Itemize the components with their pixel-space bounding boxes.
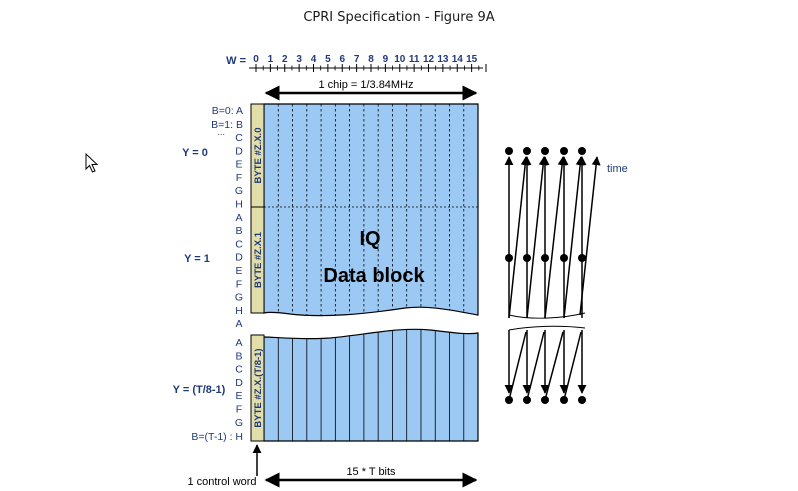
row-letter: C — [235, 132, 243, 144]
byte-bar-last-label: BYTE #Z.X.(T/8-1) — [253, 348, 264, 427]
w-tick-label: 2 — [282, 54, 288, 65]
order-dot — [578, 396, 586, 404]
byte-bar-1 — [250, 206, 265, 314]
row-letter: C — [235, 238, 243, 250]
row-letter: E — [235, 390, 242, 402]
w-tick-label: 0 — [253, 54, 259, 65]
w-axis-tick-marks — [255, 64, 487, 72]
order-dot — [578, 254, 586, 262]
bits-label: 15 * T bits — [346, 466, 396, 478]
byte-label-last: B=(T-1) : H — [191, 431, 243, 443]
byte-bar-0-label: BYTE #Z.X.0 — [253, 128, 264, 184]
iq-block-upper-gridlines — [277, 104, 465, 316]
iq-data-block-lower — [263, 328, 479, 442]
w-tick-label: 10 — [394, 54, 406, 65]
row-letter: H — [235, 305, 243, 317]
w-tick-label: 1 — [268, 54, 274, 65]
time-break-bottom — [508, 325, 586, 331]
order-dot — [523, 254, 531, 262]
byte-label-ellipsis: ... — [217, 127, 225, 137]
mouse-cursor-icon — [85, 153, 99, 173]
order-diagonal — [544, 331, 564, 401]
byte-bar-last — [250, 334, 265, 442]
order-dot — [560, 147, 568, 155]
y-label-1: Y = 1 — [184, 253, 210, 265]
row-letter: E — [235, 265, 242, 277]
w-tick-label: 6 — [339, 54, 345, 65]
y-label-0: Y = 0 — [182, 147, 208, 159]
byte-label-b1: B=1: B — [211, 119, 243, 131]
row-letter: C — [235, 364, 243, 376]
byte-bar-1-label: BYTE #Z.X.1 — [253, 231, 264, 288]
time-break-top — [508, 312, 586, 319]
order-dot — [505, 254, 513, 262]
w-tick-label: 15 — [466, 54, 478, 65]
time-label: time — [607, 163, 628, 175]
row-letter: F — [236, 278, 242, 290]
iq-data-block-upper — [263, 103, 479, 317]
order-diagonal — [508, 156, 530, 319]
row-letter: B — [235, 225, 242, 237]
w-axis-prefix: W = — [226, 55, 246, 67]
iq-block-lower-gridlines — [277, 329, 465, 441]
row-letter: A — [235, 212, 242, 224]
row-letter: D — [235, 252, 243, 264]
iq-subtitle: Data block — [323, 265, 425, 287]
chip-label: 1 chip = 1/3.84MHz — [318, 79, 413, 91]
order-dot — [541, 147, 549, 155]
transmission-order-diagram: time — [504, 147, 628, 404]
order-dot — [505, 147, 513, 155]
order-diagonal — [563, 156, 585, 319]
row-letter: B — [235, 350, 242, 362]
iq-title: IQ — [359, 228, 380, 250]
order-diagonal — [544, 156, 567, 319]
w-tick-label: 13 — [437, 54, 449, 65]
row-letter: F — [236, 404, 242, 416]
w-tick-label: 7 — [354, 54, 360, 65]
y-label-last: Y = (T/8-1) — [173, 384, 226, 396]
order-diagonal — [563, 331, 582, 401]
w-tick-label: 14 — [452, 54, 464, 65]
row-letter: G — [235, 292, 243, 304]
w-tick-label: 5 — [325, 54, 331, 65]
row-letter: A — [235, 318, 242, 330]
page-title: CPRI Specification - Figure 9A — [303, 10, 495, 25]
order-dot — [541, 254, 549, 262]
time-arrow — [579, 156, 601, 316]
order-diagonal — [508, 331, 527, 401]
w-tick-label: 8 — [368, 54, 374, 65]
row-letter: G — [235, 185, 243, 197]
w-tick-label: 9 — [383, 54, 389, 65]
byte-label-b0: B=0: A — [212, 105, 243, 117]
row-letter: F — [236, 172, 242, 184]
row-letter: H — [235, 199, 243, 211]
order-dot — [578, 147, 586, 155]
row-letter: D — [235, 377, 243, 389]
order-dot — [560, 254, 568, 262]
w-tick-label: 3 — [296, 54, 302, 65]
w-tick-label: 12 — [423, 54, 435, 65]
row-letter: E — [235, 159, 242, 171]
order-dot — [523, 147, 531, 155]
order-diagonal — [526, 331, 545, 401]
row-letter: G — [235, 417, 243, 429]
control-word-label: 1 control word — [187, 476, 256, 488]
row-letter: D — [235, 145, 243, 157]
w-tick-label: 4 — [311, 54, 317, 65]
row-letter: A — [235, 337, 242, 349]
order-diagonal — [526, 156, 548, 319]
w-tick-label: 11 — [409, 54, 420, 65]
